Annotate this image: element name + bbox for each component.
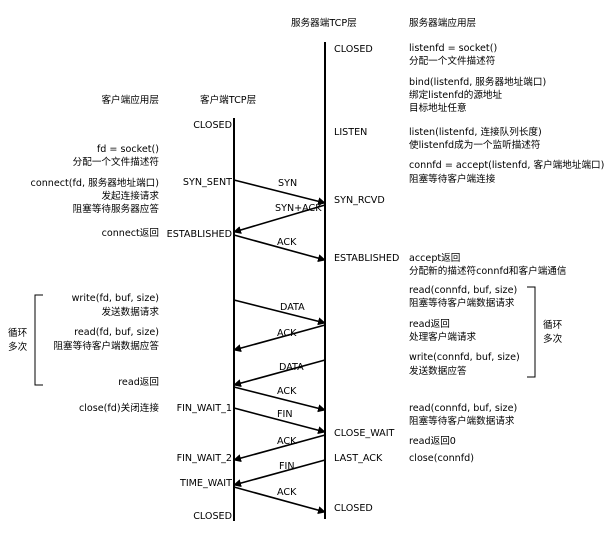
server-app-text: connfd = accept(listenfd, 客户端地址端口) — [409, 159, 604, 171]
client-app-text: connect返回 — [102, 227, 159, 239]
message-label: ACK — [277, 328, 297, 339]
server-app-text: read返回0 — [409, 435, 456, 447]
server-state: CLOSED — [334, 44, 373, 55]
server-loop-label-2: 多次 — [543, 333, 563, 345]
server-state: SYN_RCVD — [334, 195, 385, 206]
server-state: CLOSED — [334, 503, 373, 514]
message-arrow — [233, 359, 326, 388]
message-label: DATA — [279, 362, 304, 373]
server-loop-bracket — [527, 286, 536, 378]
client-app-text: close(fd)关闭连接 — [79, 402, 159, 414]
server-app-text: read(connfd, buf, size) — [409, 403, 517, 414]
message-label: FIN — [279, 461, 295, 472]
server-app-text: read(connfd, buf, size) — [409, 285, 517, 296]
header-client-app: 客户端应用层 — [101, 94, 159, 106]
header-server-tcp: 服务器端TCP层 — [291, 17, 357, 29]
message-arrow — [233, 434, 326, 463]
client-state: FIN_WAIT_1 — [177, 403, 232, 414]
client-app-text: fd = socket() — [97, 144, 159, 155]
message-arrow — [233, 386, 326, 413]
server-app-text: 分配一个文件描述符 — [409, 55, 496, 67]
client-app-text: connect(fd, 服务器地址端口) — [31, 177, 159, 189]
client-state: SYN_SENT — [183, 177, 232, 188]
client-state: CLOSED — [193, 511, 232, 522]
message-arrow — [233, 486, 326, 515]
server-app-text: 分配新的描述符connfd和客户端通信 — [409, 265, 567, 277]
server-loop-label-1: 循环 — [543, 319, 563, 331]
client-state: CLOSED — [193, 120, 232, 131]
server-app-text: 绑定listenfd的源地址 — [409, 89, 503, 101]
server-state: CLOSE_WAIT — [334, 428, 395, 439]
client-loop-bracket — [34, 294, 43, 386]
client-app-text: 阻塞等待服务器应答 — [73, 203, 160, 215]
server-app-text: accept返回 — [409, 252, 460, 264]
client-loop-label-2: 多次 — [8, 341, 28, 353]
message-arrow — [233, 407, 326, 435]
message-label: FIN — [277, 409, 293, 420]
server-app-text: 阻塞等待客户端数据请求 — [409, 297, 515, 309]
message-arrow — [233, 324, 326, 353]
server-app-text: 使listenfd成为一个监听描述符 — [409, 139, 541, 151]
server-app-text: 阻塞等待客户端数据请求 — [409, 415, 515, 427]
client-app-text: 阻塞等待客户端数据应答 — [53, 340, 159, 352]
message-arrow — [233, 234, 326, 263]
server-app-text: 目标地址任意 — [409, 102, 467, 114]
client-app-text: 发起连接请求 — [101, 190, 159, 202]
server-app-text: 处理客户端请求 — [409, 331, 477, 343]
server-app-text: read返回 — [409, 318, 450, 330]
header-server-app: 服务器端应用层 — [409, 17, 477, 29]
message-arrow — [233, 204, 326, 234]
server-state: LISTEN — [334, 127, 367, 138]
client-state: TIME_WAIT — [179, 478, 232, 489]
client-app-text: read返回 — [118, 376, 159, 388]
server-app-text: write(connfd, buf, size) — [409, 352, 520, 363]
client-app-text: read(fd, buf, size) — [74, 327, 159, 338]
client-loop-label-1: 循环 — [8, 327, 28, 339]
message-arrow — [233, 459, 326, 488]
server-state: ESTABLISHED — [334, 253, 399, 264]
message-label: ACK — [277, 237, 297, 248]
message-arrow — [233, 299, 326, 326]
server-app-text: listen(listenfd, 连接队列长度) — [409, 126, 542, 138]
client-state: ESTABLISHED — [167, 229, 232, 240]
message-label: DATA — [280, 302, 305, 313]
message-arrow — [233, 179, 326, 206]
server-app-text: 阻塞等待客户端连接 — [409, 173, 496, 185]
client-app-text: write(fd, buf, size) — [72, 293, 159, 304]
client-app-text: 分配一个文件描述符 — [73, 156, 160, 168]
client-state: FIN_WAIT_2 — [177, 453, 232, 464]
message-label: ACK — [277, 436, 297, 447]
server-state: LAST_ACK — [334, 453, 383, 464]
message-label: SYN+ACK — [275, 203, 322, 214]
server-app-text: listenfd = socket() — [409, 43, 497, 54]
server-app-text: bind(listenfd, 服务器地址端口) — [409, 76, 546, 88]
client-app-text: 发送数据请求 — [101, 306, 159, 318]
message-label: SYN — [278, 178, 297, 189]
server-app-text: close(connfd) — [409, 453, 474, 464]
message-label: ACK — [277, 487, 297, 498]
message-label: ACK — [277, 386, 297, 397]
server-app-text: 发送数据应答 — [409, 365, 467, 377]
header-client-tcp: 客户端TCP层 — [200, 94, 257, 106]
